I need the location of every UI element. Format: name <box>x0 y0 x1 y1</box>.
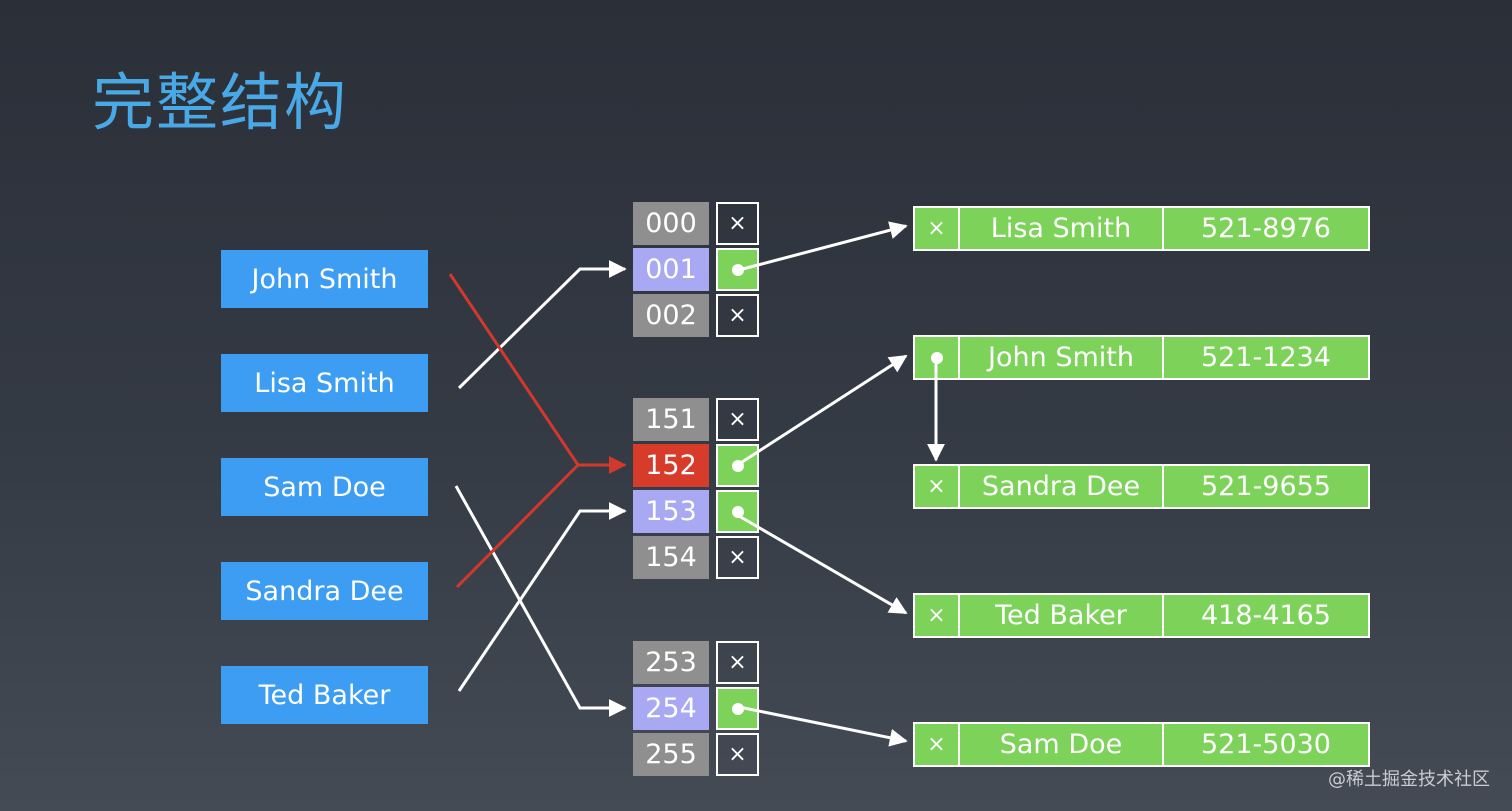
null-marker: × <box>728 545 747 570</box>
pointer-empty-151: × <box>716 398 759 441</box>
record-sam-doe: × Sam Doe 521-5030 <box>913 722 1370 767</box>
arrow-152-to-john-record <box>738 354 908 466</box>
pointer-dot-icon <box>731 702 744 715</box>
pointer-dot-icon <box>731 505 744 518</box>
key-john-smith: John Smith <box>221 250 428 308</box>
pointer-empty-000: × <box>716 202 759 245</box>
bucket-255: 255 <box>633 733 709 776</box>
record-name: Lisa Smith <box>960 208 1164 249</box>
pointer-001 <box>716 248 759 291</box>
arrow-153-to-ted-record <box>738 514 908 615</box>
null-marker: × <box>728 407 747 432</box>
bucket-253: 253 <box>633 641 709 684</box>
bucket-002: 002 <box>633 294 709 337</box>
bucket-153: 153 <box>633 490 709 533</box>
key-sandra-dee: Sandra Dee <box>221 562 428 620</box>
bucket-254: 254 <box>633 687 709 730</box>
bucket-151: 151 <box>633 398 709 441</box>
record-sandra-dee: × Sandra Dee 521-9655 <box>913 464 1370 509</box>
arrow-lisa-to-001 <box>457 260 627 390</box>
pointer-153 <box>716 490 759 533</box>
record-phone: 521-9655 <box>1201 471 1331 502</box>
next-pointer-null: × <box>915 208 960 249</box>
page-title: 完整结构 <box>92 66 349 139</box>
next-pointer-null: × <box>915 724 960 765</box>
bucket-000: 000 <box>633 202 709 245</box>
watermark: @稀土掘金技术社区 <box>1328 769 1490 790</box>
record-phone: 418-4165 <box>1201 600 1331 631</box>
record-name: Sandra Dee <box>960 466 1164 507</box>
record-john-smith: John Smith 521-1234 <box>913 335 1370 380</box>
arrow-254-to-sam-record <box>738 705 908 747</box>
record-lisa-smith: × Lisa Smith 521-8976 <box>913 206 1370 251</box>
arrow-ted-to-153 <box>457 502 627 692</box>
record-phone: 521-5030 <box>1201 729 1331 760</box>
record-phone: 521-1234 <box>1201 342 1331 373</box>
null-marker: × <box>728 303 747 328</box>
next-pointer-null: × <box>915 595 960 636</box>
pointer-empty-253: × <box>716 641 759 684</box>
pointer-152 <box>716 444 759 487</box>
null-marker: × <box>728 650 747 675</box>
arrow-sandra-to-152 <box>455 463 580 589</box>
arrow-001-to-lisa-record <box>738 221 908 272</box>
record-phone: 521-8976 <box>1201 213 1331 244</box>
arrow-sam-to-254 <box>454 485 627 717</box>
next-pointer-null: × <box>915 466 960 507</box>
bucket-154: 154 <box>633 536 709 579</box>
next-pointer <box>915 337 960 378</box>
key-sam-doe: Sam Doe <box>221 458 428 516</box>
record-ted-baker: × Ted Baker 418-4165 <box>913 593 1370 638</box>
pointer-dot-icon <box>731 263 744 276</box>
bucket-001: 001 <box>633 248 709 291</box>
pointer-empty-154: × <box>716 536 759 579</box>
pointer-empty-255: × <box>716 733 759 776</box>
record-name: John Smith <box>960 337 1164 378</box>
pointer-empty-002: × <box>716 294 759 337</box>
null-marker: × <box>728 742 747 767</box>
record-name: Ted Baker <box>960 595 1164 636</box>
pointer-dot-icon <box>930 351 943 364</box>
bucket-152: 152 <box>633 444 709 487</box>
record-name: Sam Doe <box>960 724 1164 765</box>
key-ted-baker: Ted Baker <box>221 666 428 724</box>
null-marker: × <box>728 211 747 236</box>
key-lisa-smith: Lisa Smith <box>221 354 428 412</box>
